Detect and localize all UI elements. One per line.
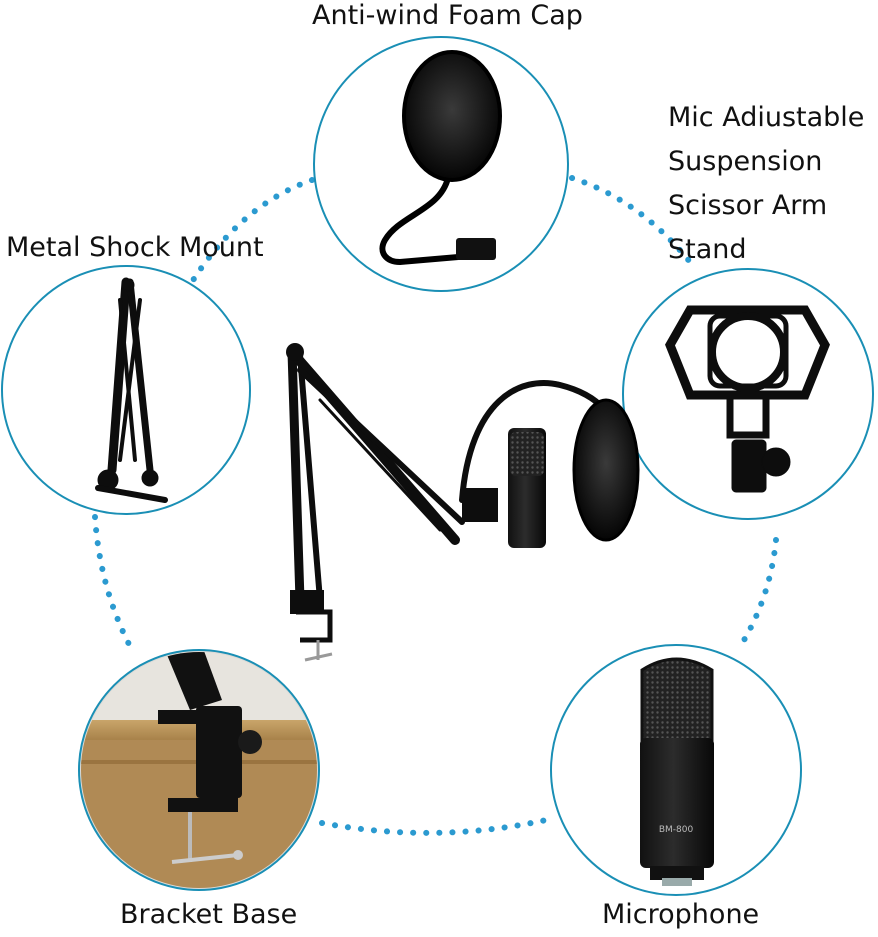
- foam-cap-circle: [313, 36, 569, 292]
- microphone-circle: BM-800: [550, 644, 802, 896]
- label-line: Scissor Arm: [668, 190, 828, 221]
- microphone-assembly-image: [286, 343, 640, 662]
- label-line: Stand: [668, 234, 747, 265]
- label-line: Mic Adiustable: [668, 102, 865, 133]
- mic-model-text: BM-800: [659, 825, 694, 835]
- label-scissor-arm-stand: Mic Adiustable Suspension Scissor Arm St…: [668, 96, 864, 272]
- scissor-arm-circle: [1, 265, 251, 515]
- pop-filter-image: [379, 50, 502, 266]
- dotted-connector: [92, 175, 779, 836]
- label-microphone: Microphone: [602, 899, 760, 930]
- bracket-base-photo: [81, 652, 317, 888]
- label-bracket-base: Bracket Base: [120, 899, 298, 930]
- shock-mount-image: [665, 305, 830, 493]
- bracket-base-circle: [78, 649, 320, 891]
- label-line: Suspension: [668, 146, 823, 177]
- label-metal-shock-mount: Metal Shock Mount: [6, 232, 264, 263]
- scissor-arm-image: [95, 277, 168, 503]
- microphone-image: [640, 657, 714, 886]
- shock-mount-circle: [622, 268, 874, 520]
- label-anti-wind-foam-cap: Anti-wind Foam Cap: [312, 0, 583, 31]
